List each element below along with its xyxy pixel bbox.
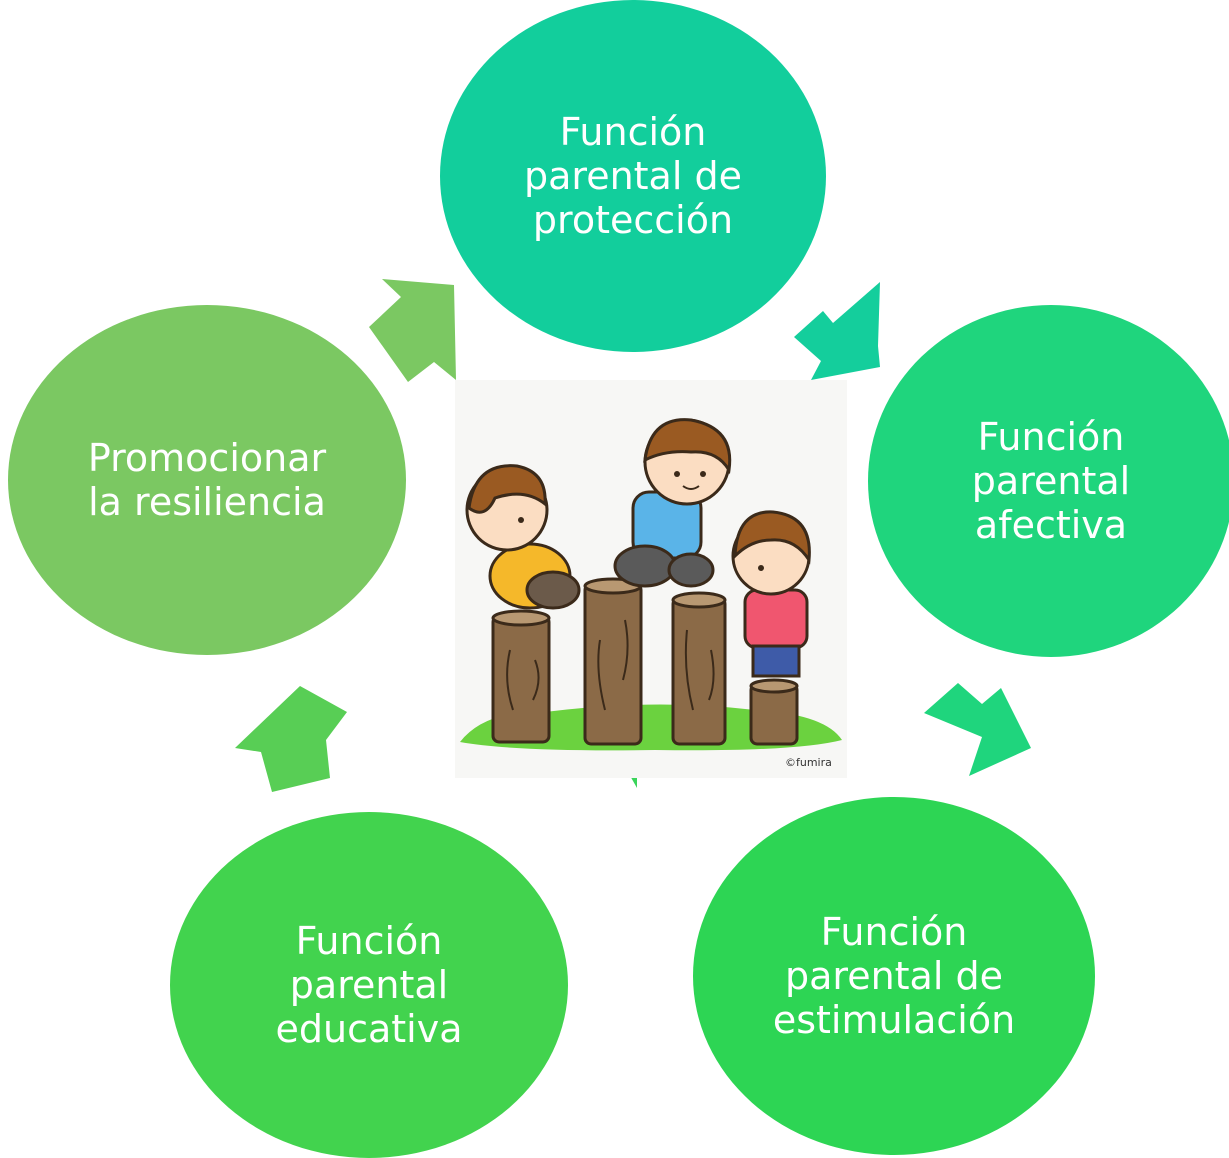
- grass: [460, 704, 842, 751]
- node-label: Función parental de protección: [524, 110, 742, 242]
- arrow-afectiva-to-estimulacion: [924, 683, 1031, 776]
- node-label: Función parental educativa: [275, 919, 463, 1051]
- children-on-stumps-illustration: ©fumira: [455, 380, 847, 778]
- illustration-credit: ©fumira: [785, 756, 832, 769]
- arrow-educativa-to-resiliencia: [235, 686, 347, 792]
- stump-middle-left: [583, 577, 643, 746]
- node-funcion-educativa: Función parental educativa: [170, 812, 568, 1158]
- node-funcion-estimulacion: Función parental de estimulación: [693, 797, 1095, 1155]
- child-left: [465, 464, 581, 610]
- node-label: Promocionar la resiliencia: [87, 436, 327, 524]
- stump-right: [749, 678, 799, 746]
- stump-left: [491, 609, 551, 744]
- node-label: Función parental de estimulación: [772, 910, 1016, 1042]
- arrow-resiliencia-to-proteccion: [369, 279, 456, 382]
- node-funcion-afectiva: Función parental afectiva: [868, 305, 1229, 657]
- child-middle: [613, 418, 732, 588]
- node-funcion-proteccion: Función parental de protección: [440, 0, 826, 352]
- node-label: Función parental afectiva: [971, 415, 1131, 547]
- node-promocionar-resiliencia: Promocionar la resiliencia: [8, 305, 406, 655]
- stump-middle-right: [671, 591, 727, 746]
- child-right: [731, 510, 811, 678]
- arrow-proteccion-to-afectiva: [794, 282, 880, 380]
